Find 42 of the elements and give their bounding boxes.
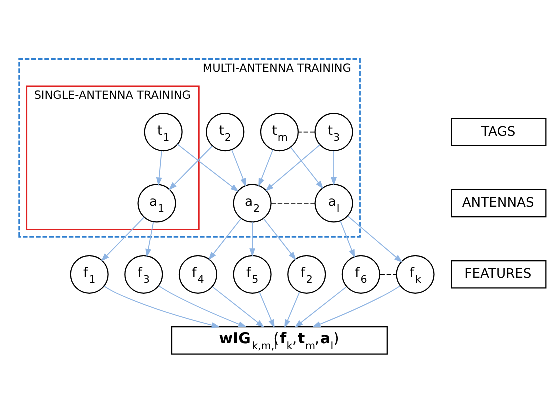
- arrow: [231, 149, 246, 186]
- arrow: [156, 150, 162, 186]
- node-circle: t$_{m}$: [260, 112, 299, 152]
- arrow: [158, 285, 248, 328]
- connector: [380, 274, 397, 275]
- node-circle: t$_{2}$: [206, 112, 245, 152]
- arrow: [212, 286, 265, 328]
- arrow: [146, 221, 154, 258]
- node-box: TAGS: [451, 118, 547, 146]
- arrow: [168, 145, 213, 190]
- node-circle: a$_{l}$: [314, 184, 354, 222]
- node-box: ANTENNAS: [451, 188, 547, 218]
- node-box: FEATURES: [451, 260, 547, 288]
- node-circle: f$_{6}$: [342, 254, 380, 294]
- node-circle: t$_{3}$: [314, 112, 354, 152]
- node-circle: a$_{2}$: [233, 184, 272, 222]
- arrow: [290, 146, 324, 189]
- arrow: [284, 291, 300, 328]
- arrow: [294, 286, 348, 328]
- arrow: [312, 285, 402, 328]
- node-circle: a$_{1}$: [138, 184, 176, 222]
- arrow: [347, 215, 403, 262]
- arrow: [258, 149, 274, 186]
- connector: [270, 202, 316, 204]
- arrow: [101, 216, 145, 262]
- node-circle: f$_{k}$: [396, 254, 435, 294]
- arrow: [331, 150, 337, 186]
- node-circle: f$_{3}$: [124, 254, 164, 294]
- arrow: [177, 144, 240, 192]
- node-circle: f$_{1}$: [70, 254, 109, 294]
- node-circle: f$_{2}$: [288, 254, 326, 294]
- arrow: [340, 220, 356, 258]
- node-circle: f$_{4}$: [178, 254, 218, 294]
- arrow: [263, 218, 296, 260]
- arrow: [208, 218, 242, 260]
- node-circle: f$_{5}$: [233, 254, 272, 294]
- arrow: [259, 291, 275, 328]
- connector: [298, 131, 316, 132]
- arrow: [250, 221, 256, 257]
- arrow: [265, 144, 321, 192]
- arrow: [104, 285, 220, 328]
- node-circle: t$_{1}$: [144, 112, 183, 152]
